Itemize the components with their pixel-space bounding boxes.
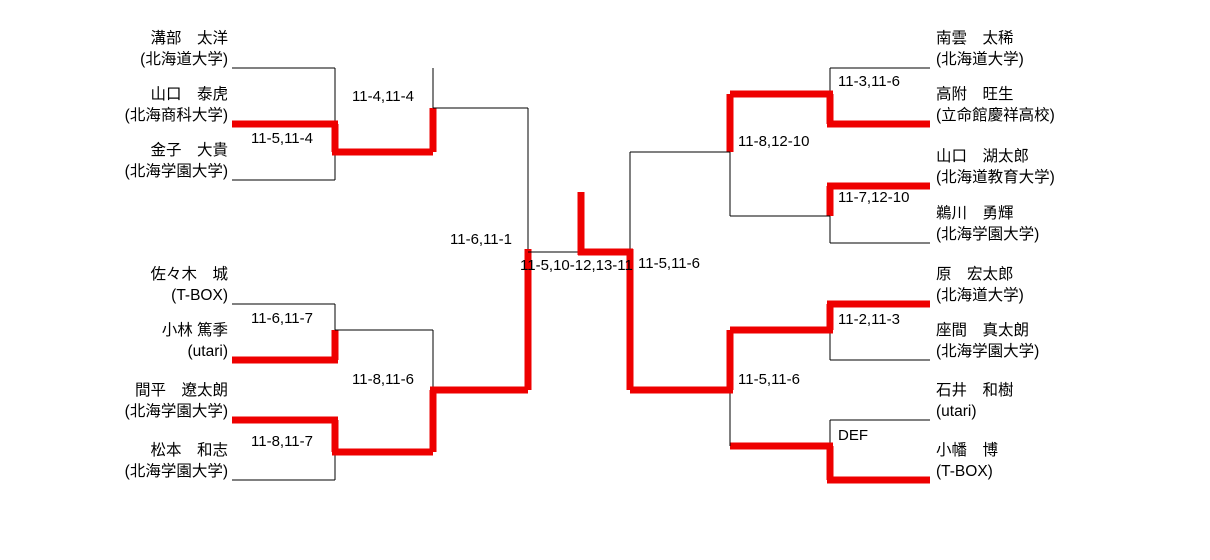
score-right-semifinal: 11-5,11-6 [638,255,700,272]
score-right-r2-bottom: 11-5,11-6 [738,371,800,388]
player-right-4[interactable]: 鵜川 勇輝 (北海学園大学) [936,203,1039,245]
player-left-4[interactable]: 佐々木 城 (T-BOX) [32,264,228,306]
player-left-5[interactable]: 小林 篤季 (utari) [32,320,228,362]
score-left-semifinal: 11-6,11-1 [450,231,512,248]
score-left-r2-bottom: 11-8,11-6 [352,371,414,388]
score-left-r2-top: 11-4,11-4 [352,88,414,105]
player-left-2[interactable]: 山口 泰虎 (北海商科大学) [32,84,228,126]
player-right-3[interactable]: 山口 湖太郎 (北海道教育大学) [936,146,1055,188]
score-left-r1-top: 11-5,11-4 [251,130,313,147]
player-name: 原 宏太郎 [936,266,1014,283]
player-right-5[interactable]: 原 宏太郎 (北海道大学) [936,264,1024,306]
player-affiliation: (北海学園大学) [124,403,228,420]
player-affiliation: (北海学園大学) [124,463,228,480]
player-left-6[interactable]: 間平 遼太朗 (北海学園大学) [32,380,228,422]
player-affiliation: (北海学園大学) [936,226,1040,243]
score-right-r2-top: 11-8,12-10 [738,133,810,150]
player-name: 小幡 博 [936,442,999,459]
player-name: 石井 和樹 [936,382,1014,399]
player-name: 山口 泰虎 [150,86,228,103]
player-name: 鵜川 勇輝 [936,205,1014,222]
player-affiliation: (utari) [187,343,228,360]
player-name: 南雲 太稀 [936,30,1014,47]
player-affiliation: (北海学園大学) [124,163,228,180]
player-right-7[interactable]: 石井 和樹 (utari) [936,380,1014,422]
player-left-3[interactable]: 金子 大貴 (北海学園大学) [32,140,228,182]
player-right-1[interactable]: 南雲 太稀 (北海道大学) [936,28,1024,70]
player-affiliation: (utari) [936,403,977,420]
score-right-r1-bottom-lower: DEF [838,427,868,444]
player-affiliation: (北海商科大学) [124,107,228,124]
player-affiliation: (立命館慶祥高校) [936,107,1055,124]
player-left-7[interactable]: 松本 和志 (北海学園大学) [32,440,228,482]
player-name: 溝部 太洋 [150,30,228,47]
score-final: 11-5,10-12,13-11 [520,257,633,274]
player-left-1[interactable]: 溝部 太洋 (北海道大学) [32,28,228,70]
player-affiliation: (北海道大学) [936,51,1024,68]
player-name: 松本 和志 [150,442,228,459]
score-right-r1-top-lower: 11-7,12-10 [838,189,910,206]
player-affiliation: (北海道教育大学) [936,169,1055,186]
score-left-r1-bottom-upper: 11-6,11-7 [251,310,313,327]
player-right-6[interactable]: 座間 真太朗 (北海学園大学) [936,320,1039,362]
player-name: 小林 篤季 [161,322,228,339]
player-name: 金子 大貴 [150,142,228,159]
player-affiliation: (北海道大学) [936,287,1024,304]
player-affiliation: (T-BOX) [936,463,993,480]
player-right-2[interactable]: 高附 旺生 (立命館慶祥高校) [936,84,1055,126]
player-name: 座間 真太朗 [936,322,1030,339]
player-right-8[interactable]: 小幡 博 (T-BOX) [936,440,998,482]
score-right-r1-top-upper: 11-3,11-6 [838,73,900,90]
player-name: 佐々木 城 [150,266,228,283]
score-right-r1-bottom-upper: 11-2,11-3 [838,311,900,328]
player-name: 高附 旺生 [936,86,1014,103]
player-name: 間平 遼太朗 [134,382,228,399]
player-affiliation: (T-BOX) [171,287,228,304]
player-name: 山口 湖太郎 [936,148,1030,165]
player-affiliation: (北海学園大学) [936,343,1040,360]
player-affiliation: (北海道大学) [140,51,228,68]
score-left-r1-bottom-lower: 11-8,11-7 [251,433,313,450]
